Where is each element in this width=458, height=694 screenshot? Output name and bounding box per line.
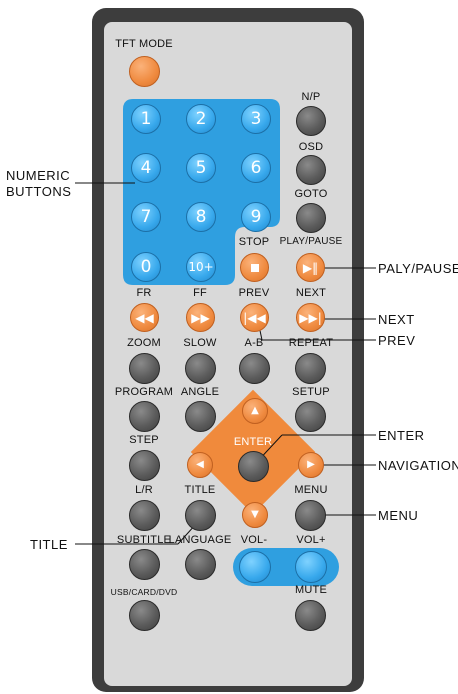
skip-next-icon: ▶▶| xyxy=(299,310,322,325)
rewind-icon: ◀◀ xyxy=(135,310,154,325)
goto-label: GOTO xyxy=(294,188,328,200)
stop-button[interactable] xyxy=(240,253,269,282)
angle-label: ANGLE xyxy=(180,386,220,398)
angle-button[interactable] xyxy=(185,401,216,432)
play-pause-icon: ▶‖ xyxy=(302,260,319,275)
number-0-button[interactable]: 0 xyxy=(131,252,161,282)
play-pause-button[interactable]: ▶‖ xyxy=(296,253,325,282)
slow-button[interactable] xyxy=(185,353,216,384)
step-label: STEP xyxy=(129,434,159,446)
goto-button[interactable] xyxy=(296,203,326,233)
np-label: N/P xyxy=(301,91,321,103)
navigation-callout: NAVIGATION xyxy=(378,458,458,473)
number-9-button[interactable]: 9 xyxy=(241,202,271,232)
ab-label: A-B xyxy=(244,337,264,349)
prev-label: PREV xyxy=(238,287,270,299)
slow-label: SLOW xyxy=(183,337,217,349)
setup-label: SETUP xyxy=(292,386,330,398)
number-1-button[interactable]: 1 xyxy=(131,104,161,134)
np-button[interactable] xyxy=(296,106,326,136)
next-label: NEXT xyxy=(295,287,327,299)
number-5-button[interactable]: 5 xyxy=(186,153,216,183)
number-3-button[interactable]: 3 xyxy=(241,104,271,134)
program-button[interactable] xyxy=(129,401,160,432)
numeric-callout-line2: BUTTONS xyxy=(6,184,72,199)
title-label: TITLE xyxy=(184,484,216,496)
menu-callout: MENU xyxy=(378,508,419,523)
fr-label: FR xyxy=(136,287,152,299)
step-button[interactable] xyxy=(129,450,160,481)
program-label: PROGRAM xyxy=(114,386,174,398)
ff-label: FF xyxy=(193,287,207,299)
repeat-label: REPEAT xyxy=(288,337,334,349)
title-button[interactable] xyxy=(185,500,216,531)
next-callout: NEXT xyxy=(378,312,415,327)
tft-mode-label: TFT MODE xyxy=(115,38,173,50)
number-7-button[interactable]: 7 xyxy=(131,202,161,232)
menu-label: MENU xyxy=(294,484,328,496)
stop-label: STOP xyxy=(238,236,270,248)
zoom-label: ZOOM xyxy=(127,337,161,349)
enter-button[interactable] xyxy=(238,451,269,482)
next-button[interactable]: ▶▶| xyxy=(296,303,325,332)
title-callout: TITLE xyxy=(30,537,68,552)
nav-down-button[interactable]: ▼ xyxy=(242,502,268,528)
usb-card-dvd-label: USB/CARD/DVD xyxy=(110,587,178,597)
numeric-callout-line1: NUMERIC xyxy=(6,168,71,183)
vol-plus-label: VOL+ xyxy=(296,534,326,546)
language-label: LANGUAGE xyxy=(168,534,232,546)
prev-callout: PREV xyxy=(378,333,416,348)
ff-button[interactable]: ▶▶ xyxy=(186,303,215,332)
osd-label: OSD xyxy=(298,141,324,153)
arrow-left-icon: ◀ xyxy=(196,459,204,470)
vol-plus-button[interactable] xyxy=(295,551,327,583)
stop-icon xyxy=(250,263,259,272)
arrow-right-icon: ▶ xyxy=(307,459,315,470)
number-6-button[interactable]: 6 xyxy=(241,153,271,183)
zoom-button[interactable] xyxy=(129,353,160,384)
lr-button[interactable] xyxy=(129,500,160,531)
fast-forward-icon: ▶▶ xyxy=(191,310,210,325)
mute-label: MUTE xyxy=(295,584,327,596)
enter-label: ENTER xyxy=(233,436,273,448)
nav-up-button[interactable]: ▲ xyxy=(242,398,268,424)
vol-minus-button[interactable] xyxy=(239,551,271,583)
menu-button[interactable] xyxy=(295,500,326,531)
play-pause-label: PLAY/PAUSE xyxy=(279,236,343,247)
nav-left-button[interactable]: ◀ xyxy=(187,452,213,478)
tft-mode-button[interactable] xyxy=(129,56,160,87)
osd-button[interactable] xyxy=(296,155,326,185)
play-pause-callout: PALY/PAUSE xyxy=(378,261,458,276)
nav-right-button[interactable]: ▶ xyxy=(298,452,324,478)
arrow-down-icon: ▼ xyxy=(251,509,259,520)
number-8-button[interactable]: 8 xyxy=(186,202,216,232)
skip-previous-icon: |◀◀ xyxy=(243,310,266,325)
fr-button[interactable]: ◀◀ xyxy=(130,303,159,332)
subtitle-button[interactable] xyxy=(129,549,160,580)
mute-button[interactable] xyxy=(295,600,326,631)
vol-minus-label: VOL- xyxy=(240,534,268,546)
number-10-plus-button[interactable]: 10+ xyxy=(186,252,216,282)
number-4-button[interactable]: 4 xyxy=(131,153,161,183)
number-2-button[interactable]: 2 xyxy=(186,104,216,134)
arrow-up-icon: ▲ xyxy=(251,405,259,416)
numeric-keypad-panel xyxy=(123,99,280,285)
prev-button[interactable]: |◀◀ xyxy=(240,303,269,332)
setup-button[interactable] xyxy=(295,401,326,432)
subtitle-label: SUBTITLE xyxy=(116,534,172,546)
enter-callout: ENTER xyxy=(378,428,425,443)
repeat-button[interactable] xyxy=(295,353,326,384)
ab-button[interactable] xyxy=(239,353,270,384)
language-button[interactable] xyxy=(185,549,216,580)
lr-label: L/R xyxy=(135,484,153,496)
usb-card-dvd-button[interactable] xyxy=(129,600,160,631)
